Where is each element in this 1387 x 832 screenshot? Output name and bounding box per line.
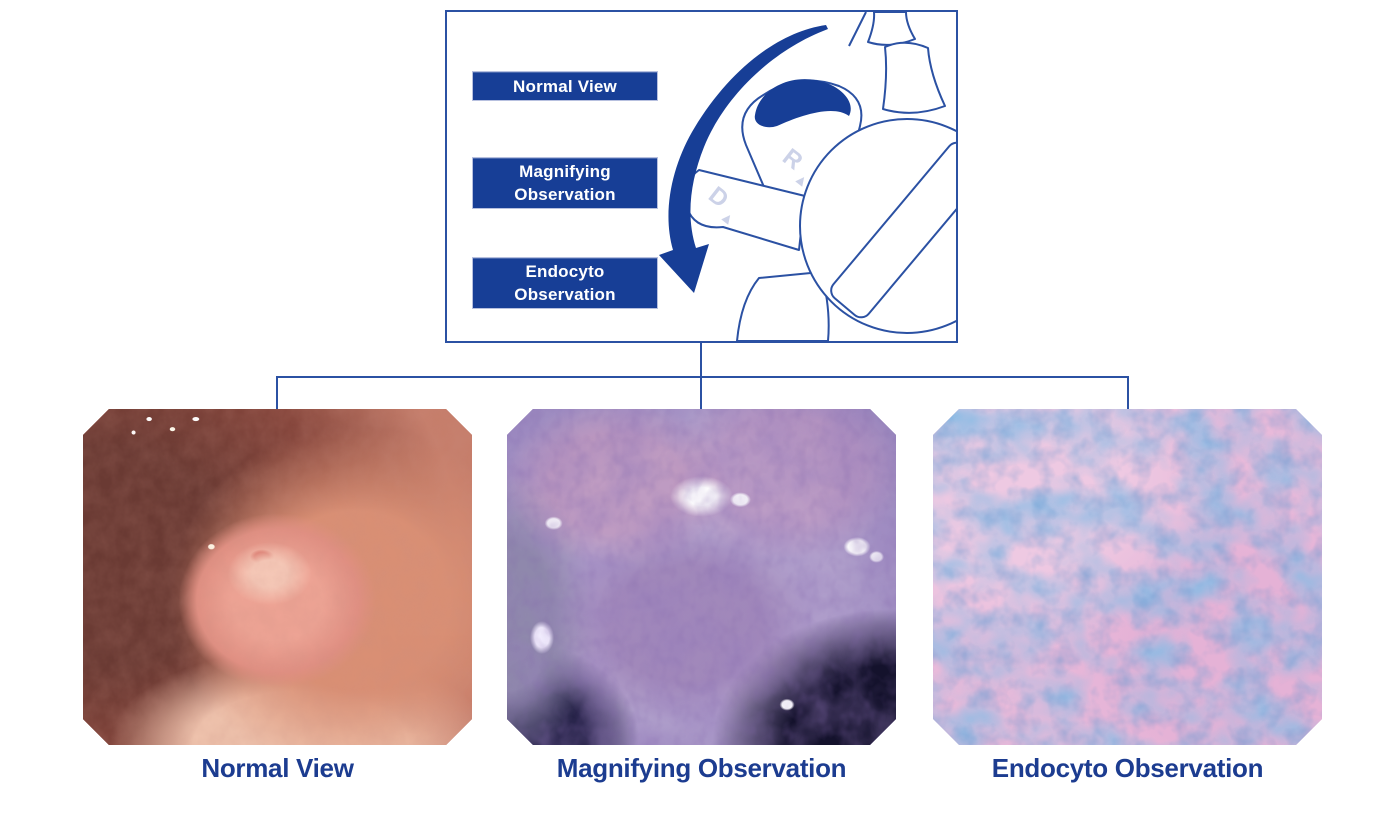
connector-stem <box>700 343 702 378</box>
caption-magnifying-observation: Magnifying Observation <box>556 753 847 783</box>
dial-line-art <box>684 12 956 341</box>
endoscopy-image-magnifying-observation <box>507 409 896 745</box>
connector-drop-center <box>700 376 702 409</box>
endoscopy-image-normal-view <box>83 409 472 745</box>
caption-normal-view: Normal View <box>201 753 354 783</box>
connector-horizontal <box>276 376 1129 378</box>
endoscopy-image-endocyto-observation <box>933 409 1322 745</box>
connector-drop-right <box>1127 376 1129 409</box>
mucosa-texture-overlay <box>83 409 472 745</box>
observation-mode-box: R▲ D▲ Normal View Magnifying Observation… <box>445 10 958 343</box>
connector-drop-left <box>276 376 278 409</box>
rotate-arrow-icon <box>659 25 828 293</box>
dial-disc <box>799 118 956 334</box>
cell-stain-texture-overlay <box>933 409 1322 745</box>
mode-label-endocyto-observation: Endocyto Observation <box>473 258 657 308</box>
endoscope-dial-illustration: R▲ D▲ <box>659 12 956 341</box>
lever-thumb-pad <box>754 79 851 128</box>
pit-pattern-texture-overlay <box>507 409 896 745</box>
caption-endocyto-observation: Endocyto Observation <box>991 753 1264 783</box>
mode-label-normal-view: Normal View <box>473 72 657 100</box>
mode-label-magnifying-observation: Magnifying Observation <box>473 158 657 208</box>
